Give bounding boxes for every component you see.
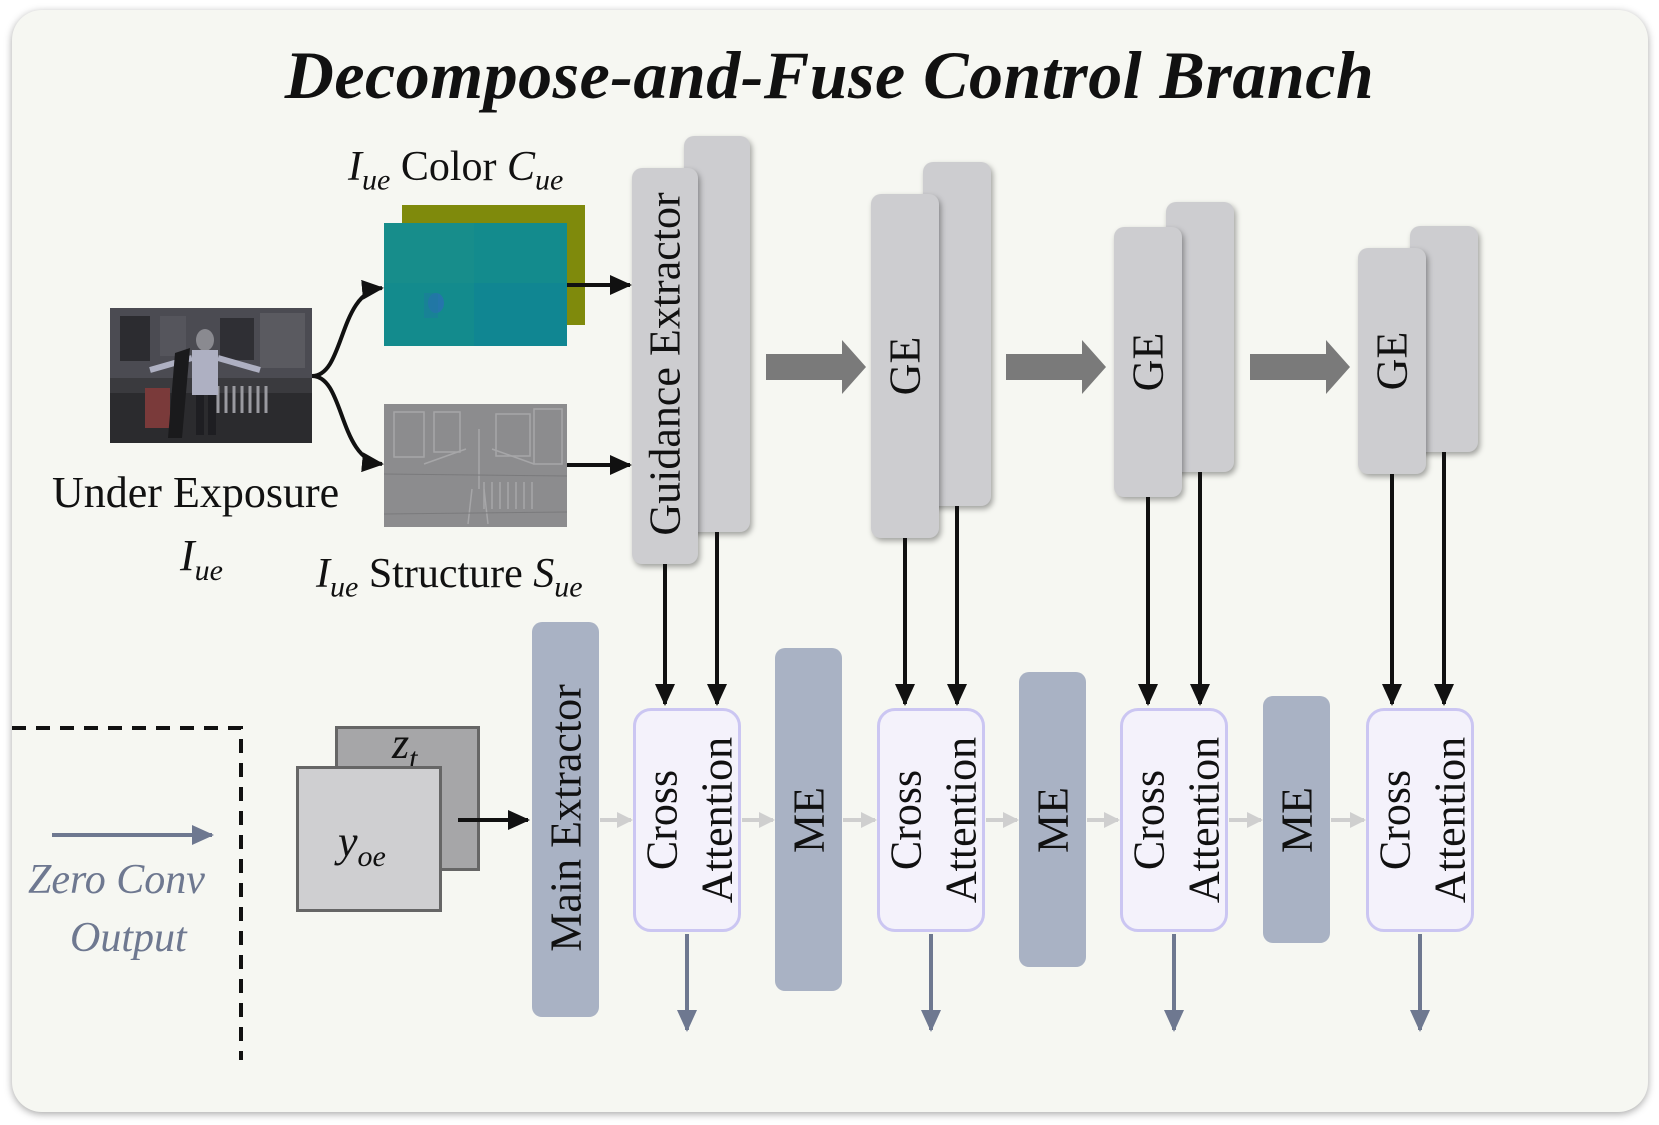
legend-line1: Zero Conv [28, 857, 205, 903]
split-arrow-top [311, 279, 384, 378]
cross-attention-block-4 [1366, 708, 1474, 932]
me-block-2 [1019, 672, 1086, 967]
flow-arrow-2 [1006, 340, 1106, 394]
under-exposure-image [110, 308, 312, 443]
legend-dashed-frame [12, 726, 243, 1060]
cross-attention-block-2 [877, 708, 985, 932]
flow-arrow-1 [766, 340, 866, 394]
color-label: Iue Color Cue [348, 144, 564, 197]
latent-y-card [296, 766, 442, 912]
main-extractor-block [532, 622, 599, 1017]
ge-block-1 [871, 194, 939, 538]
ge-block-2 [1114, 227, 1182, 497]
guidance-extractor-block [632, 168, 698, 564]
split-arrow-bottom [311, 374, 384, 473]
under-exposure-label: Under Exposure [52, 468, 340, 517]
flow-arrow-3 [1250, 340, 1350, 394]
structure-label: Iue Structure Sue [316, 551, 583, 604]
diagram-title: Decompose-and-Fuse Control Branch [284, 37, 1375, 113]
latent-z-label: zt [392, 719, 418, 775]
structure-map-image [384, 404, 567, 527]
me-block-3 [1263, 696, 1330, 943]
ge-block-3 [1358, 248, 1426, 474]
color-map-image [384, 223, 567, 346]
latent-y-label: yoe [338, 817, 386, 873]
cross-attention-block-1 [633, 708, 741, 932]
under-exposure-symbol: Iue [180, 531, 223, 587]
legend-line2: Output [70, 915, 187, 961]
me-block-1 [775, 648, 842, 991]
cross-attention-block-3 [1120, 708, 1228, 932]
